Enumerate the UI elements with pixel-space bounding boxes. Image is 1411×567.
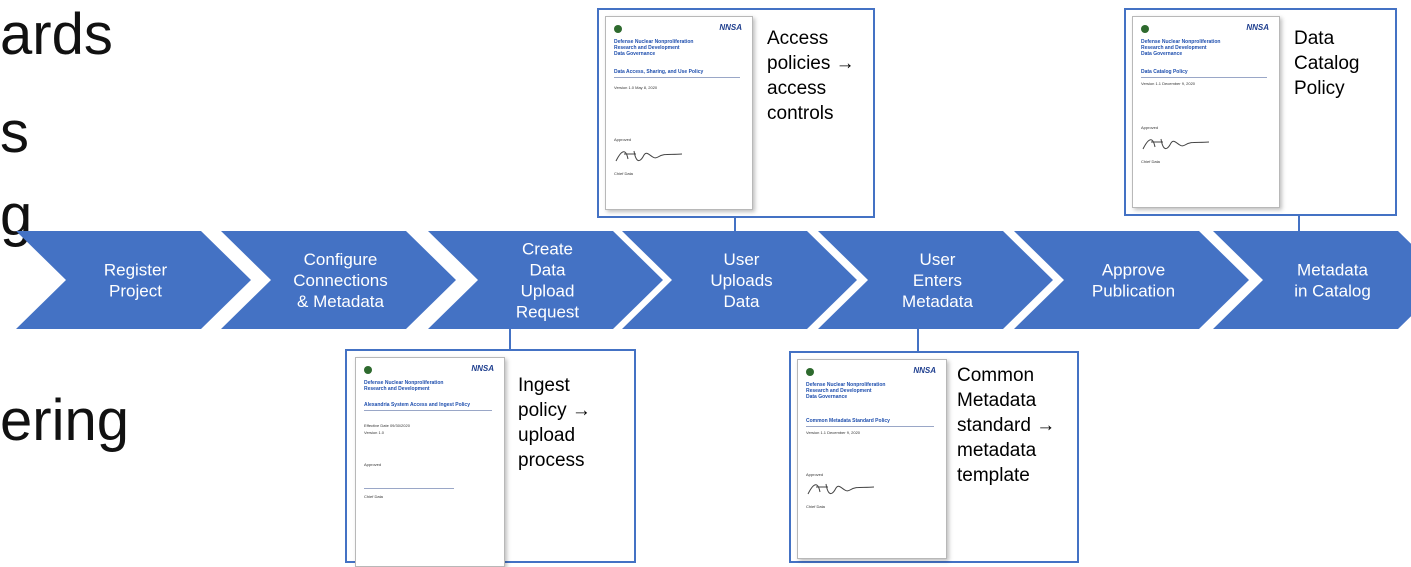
signature-icon: [807, 483, 875, 495]
policy-document-thumbnail: NNSA Defense Nuclear Nonproliferation Re…: [605, 16, 753, 210]
doc-meta: Version 1.1 December 9, 2020: [806, 430, 861, 435]
chevron-step-3: [428, 231, 663, 329]
chevron-step-4: [622, 231, 857, 329]
doc-signer: Chief Data: [614, 171, 633, 176]
callout-label: Common Metadata standard → metadata temp…: [957, 365, 1056, 486]
seal-icon: [806, 368, 814, 376]
doc-organization: Defense Nuclear Nonproliferation Researc…: [614, 39, 694, 57]
background-text-line-2: s: [0, 100, 29, 165]
background-text-line-1: ards: [0, 2, 113, 67]
doc-approved: Approved: [614, 137, 632, 142]
chevron-step-2: [221, 231, 456, 329]
doc-signature-line: [364, 488, 454, 489]
nnsa-logo: NNSA: [913, 366, 936, 375]
doc-approved: Approved: [806, 472, 824, 477]
callout-label: Access policies → access controls: [767, 28, 855, 124]
doc-organization: Defense Nuclear Nonproliferation Researc…: [1141, 39, 1221, 57]
doc-meta: Version 1.1 December 9, 2020: [1141, 81, 1196, 86]
connector-catalog-policy: [1298, 215, 1300, 231]
seal-icon: [364, 366, 372, 374]
signature-icon: [1142, 138, 1210, 150]
seal-icon: [614, 25, 622, 33]
doc-organization: Defense Nuclear Nonproliferation Researc…: [364, 380, 444, 392]
doc-approved: Approved: [364, 462, 382, 467]
nnsa-logo: NNSA: [1246, 23, 1269, 32]
chevron-step-5: [818, 231, 1053, 329]
chevron-step-7: [1213, 231, 1411, 329]
doc-title: Common Metadata Standard Policy: [806, 418, 890, 424]
signature-icon: [615, 150, 683, 162]
doc-rule: [364, 410, 492, 411]
connector-metadata-standard: [917, 329, 919, 351]
doc-rule: [806, 426, 934, 427]
nnsa-logo: NNSA: [719, 23, 742, 32]
chevron-step-6: [1014, 231, 1249, 329]
nnsa-logo: NNSA: [471, 364, 494, 373]
callout-catalog-policy: NNSA Defense Nuclear Nonproliferation Re…: [1124, 8, 1397, 216]
doc-organization: Defense Nuclear Nonproliferation Researc…: [806, 382, 886, 400]
connector-access-policy: [734, 217, 736, 231]
doc-signer: Chief Data: [1141, 159, 1160, 164]
doc-title: Alexandria System Access and Ingest Poli…: [364, 402, 470, 408]
policy-document-thumbnail: NNSA Defense Nuclear Nonproliferation Re…: [355, 357, 505, 567]
callout-label: Ingest policy → upload process: [518, 375, 591, 471]
callout-ingest-policy: NNSA Defense Nuclear Nonproliferation Re…: [345, 349, 636, 567]
doc-rule: [614, 77, 740, 78]
callout-metadata-standard: NNSA Defense Nuclear Nonproliferation Re…: [789, 351, 1079, 563]
seal-icon: [1141, 25, 1149, 33]
doc-rule: [1141, 77, 1267, 78]
doc-title: Data Catalog Policy: [1141, 69, 1188, 75]
doc-meta: Version 1.0 May 8, 2020: [614, 85, 658, 90]
policy-document-thumbnail: NNSA Defense Nuclear Nonproliferation Re…: [1132, 16, 1280, 208]
doc-approved: Approved: [1141, 125, 1159, 130]
doc-title: Data Access, Sharing, and Use Policy: [614, 69, 704, 75]
doc-signer: Chief Data: [364, 494, 383, 499]
callout-access-policy: NNSA Defense Nuclear Nonproliferation Re…: [597, 8, 875, 218]
policy-document-thumbnail: NNSA Defense Nuclear Nonproliferation Re…: [797, 359, 947, 559]
connector-ingest-policy: [509, 329, 511, 349]
chevron-step-1: [16, 231, 251, 329]
callout-label: Data Catalog Policy: [1294, 28, 1360, 99]
background-text-line-4: ering: [0, 388, 129, 453]
doc-meta: Effective Date 09/30/2020 Version 1.0: [364, 423, 410, 435]
doc-signer: Chief Data: [806, 504, 825, 509]
